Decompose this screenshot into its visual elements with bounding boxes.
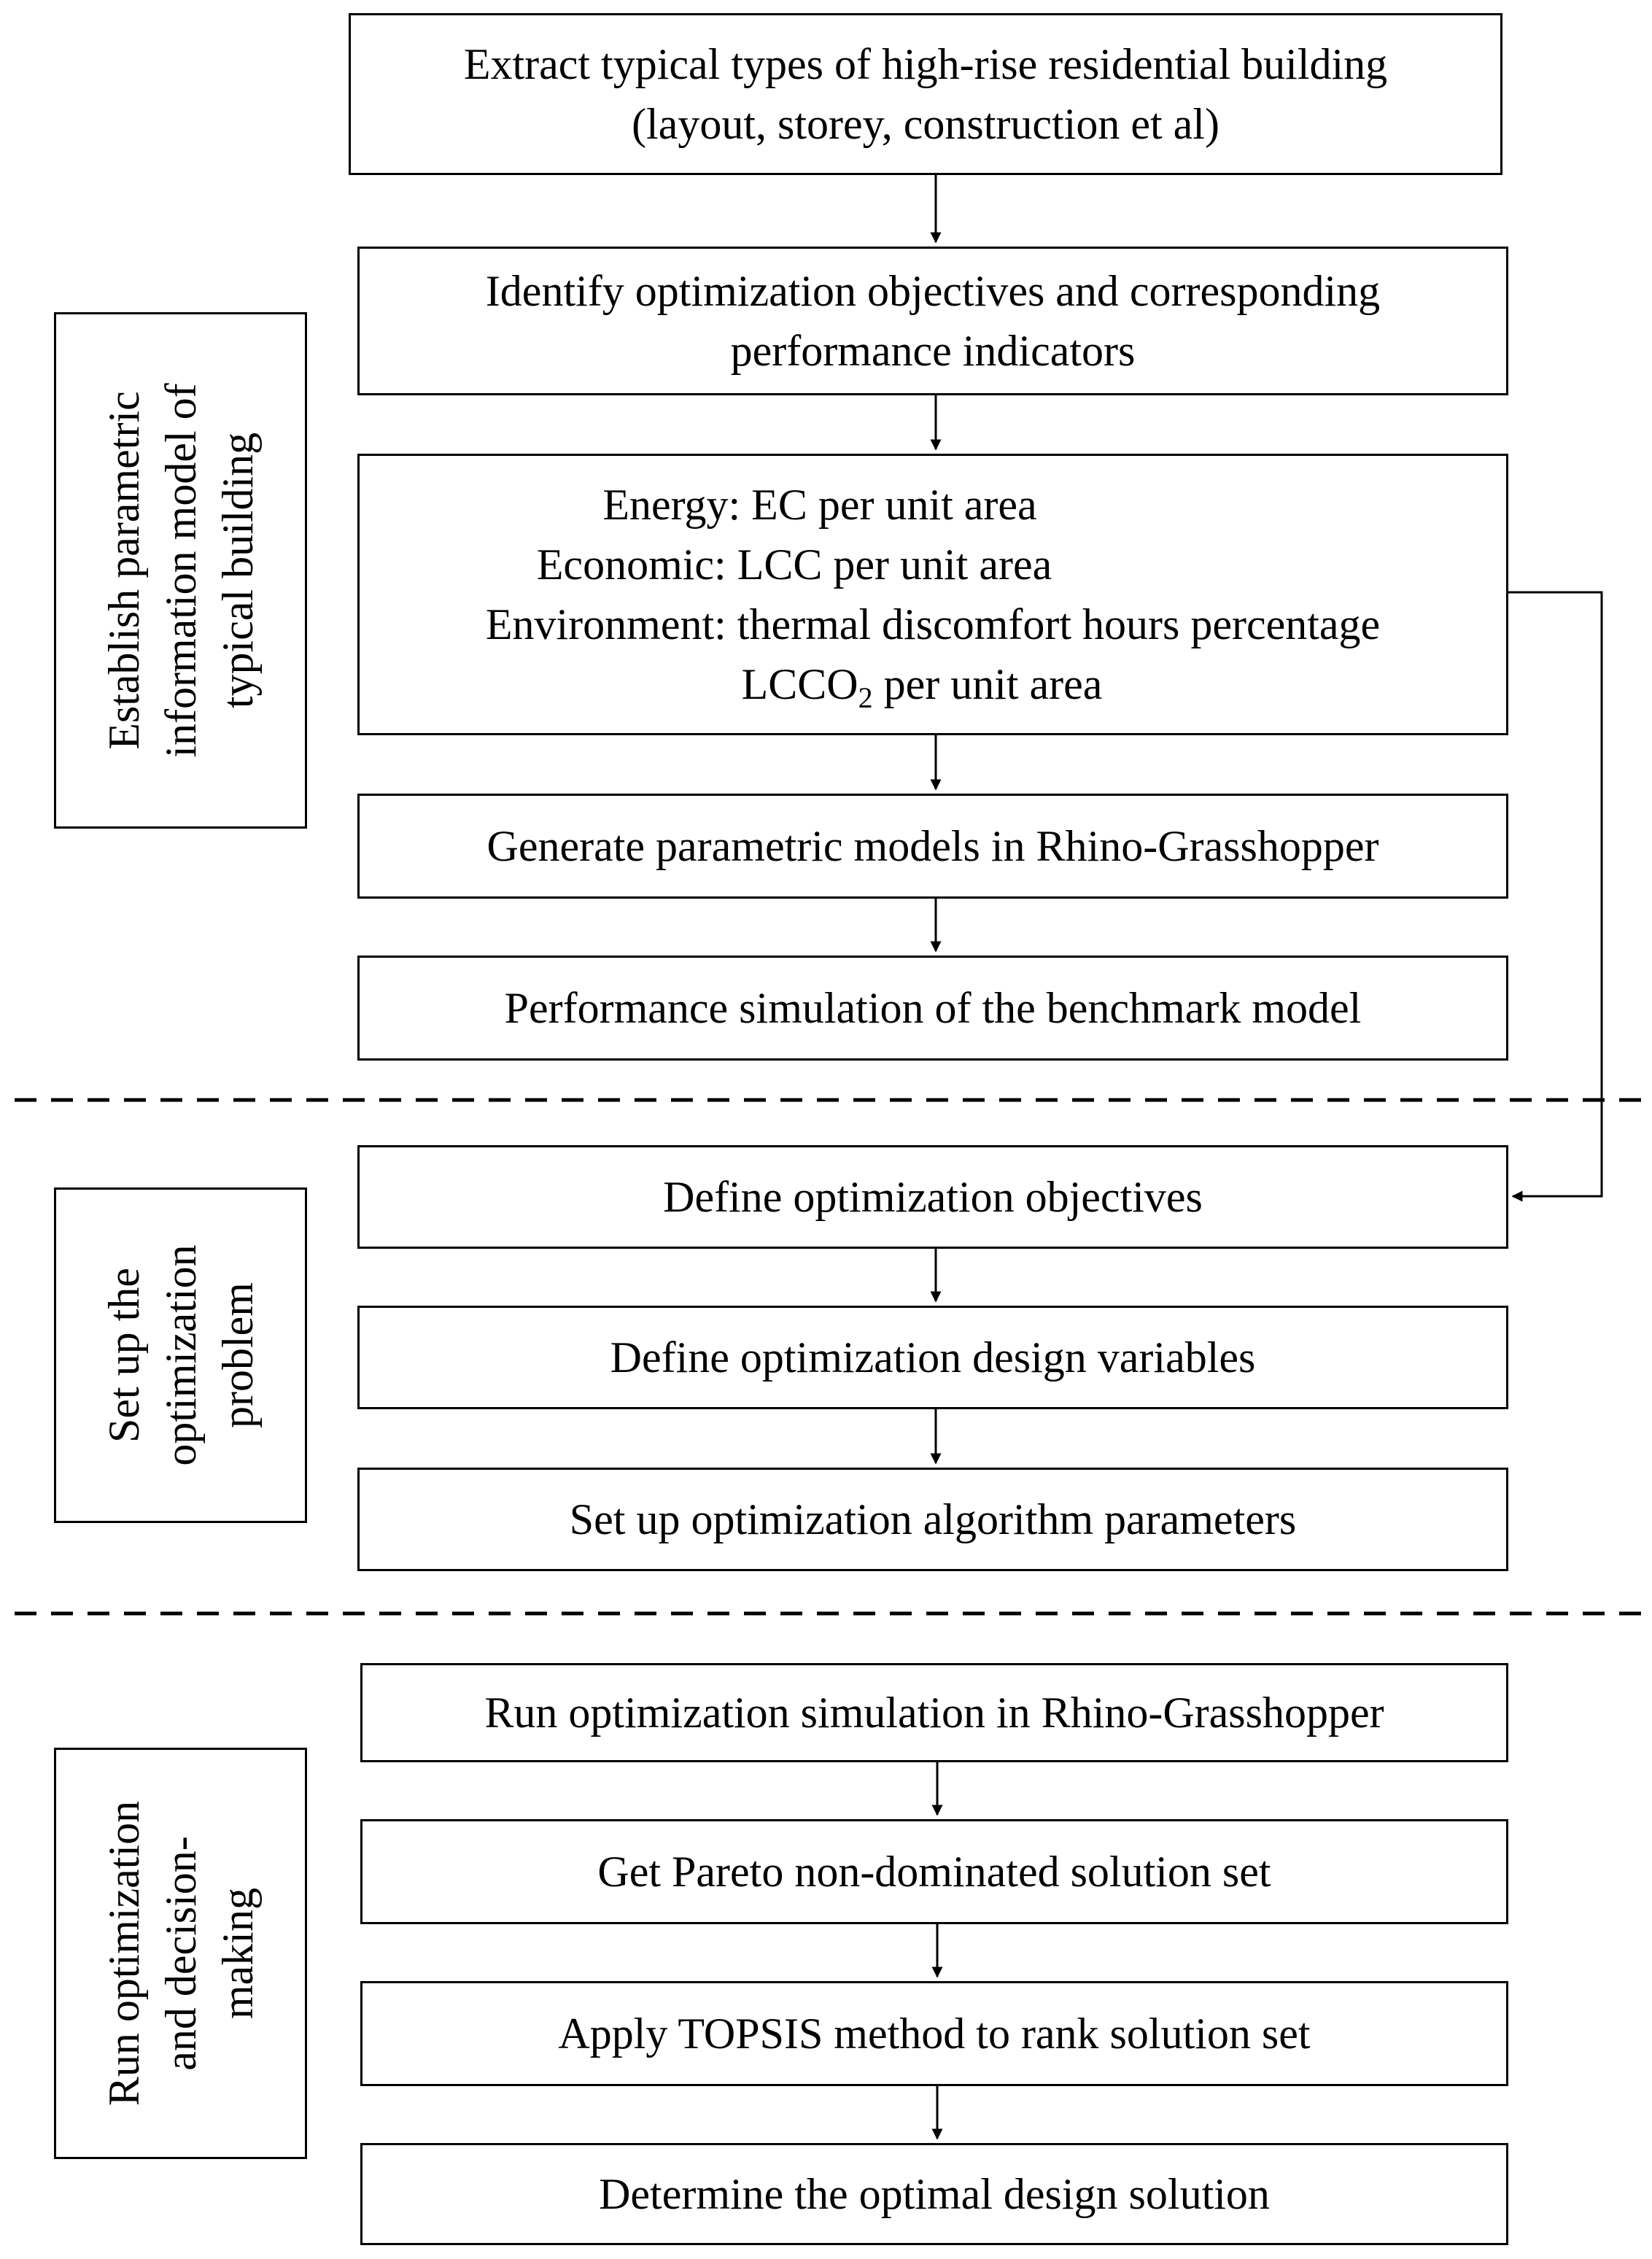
pareto-set-box: Get Pareto non-dominated solution set [360,1819,1508,1924]
lcco2-rest: per unit area [872,660,1103,708]
identify-line-2: performance indicators [730,327,1136,375]
define-variables-box: Define optimization design variables [357,1306,1508,1409]
extract-types-box: Extract typical types of high-rise resid… [349,13,1502,175]
optimal-solution-box: Determine the optimal design solution [360,2143,1508,2245]
run-optimization-box: Run optimization simulation in Rhino-Gra… [360,1663,1508,1762]
extract-line-1: Extract typical types of high-rise resid… [463,40,1388,88]
environment-indicator: Environment: thermal discomfort hours pe… [485,600,1381,648]
phase-label-run: Run optimization and decision- making [54,1748,307,2159]
benchmark-simulation-box: Performance simulation of the benchmark … [357,956,1508,1061]
economic-indicator: Economic: LCC per unit area [536,540,1052,589]
topsis-ranking-label: Apply TOPSIS method to rank solution set [558,2010,1311,2058]
optimal-solution-label: Determine the optimal design solution [599,2170,1270,2218]
run-optimization-label: Run optimization simulation in Rhino-Gra… [484,1689,1384,1737]
arrow-indicators-to-define-objectives [1508,591,1603,1202]
extract-line-2: (layout, storey, construction et al) [632,100,1219,148]
identify-line-1: Identify optimization objectives and cor… [485,267,1381,315]
define-objectives-box: Define optimization objectives [357,1145,1508,1249]
benchmark-label: Performance simulation of the benchmark … [504,984,1362,1032]
generate-label: Generate parametric models in Rhino-Gras… [486,822,1379,870]
lcco2-indicator: LCCO2 per unit area [742,654,1103,714]
generate-models-box: Generate parametric models in Rhino-Gras… [357,794,1508,899]
phase-label-setup: Set up the optimization problem [54,1187,307,1523]
define-objectives-label: Define optimization objectives [663,1173,1203,1221]
pareto-set-label: Get Pareto non-dominated solution set [597,1848,1271,1896]
topsis-ranking-box: Apply TOPSIS method to rank solution set [360,1981,1508,2086]
identify-objectives-box: Identify optimization objectives and cor… [357,247,1508,395]
lcco2-subscript: 2 [858,681,873,714]
performance-indicators-box: Energy: EC per unit area Economic: LCC p… [357,454,1508,735]
energy-indicator: Energy: EC per unit area [602,481,1037,529]
lcco2-main: LCCO [741,660,858,708]
algorithm-parameters-label: Set up optimization algorithm parameters [569,1495,1297,1543]
algorithm-parameters-box: Set up optimization algorithm parameters [357,1468,1508,1571]
phase-label-model: Establish parametric information model o… [54,312,307,829]
define-variables-label: Define optimization design variables [610,1333,1256,1382]
